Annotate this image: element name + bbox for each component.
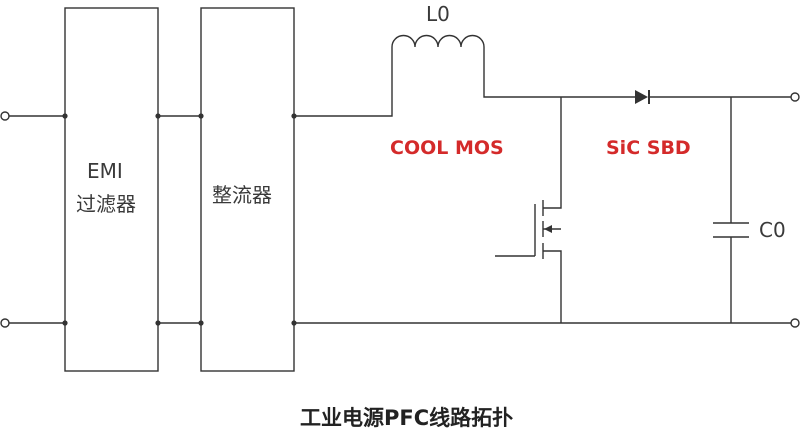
- emi-label-line1: EMI: [87, 159, 123, 183]
- emi-filter-block: [64, 7, 159, 372]
- junction-dot: [62, 320, 68, 326]
- rail-to-inductor: [294, 47, 393, 117]
- junction-dot: [198, 113, 204, 119]
- mosfet-drain-wire: [543, 97, 562, 209]
- diode-symbol: [635, 90, 648, 104]
- diode-label: SiC SBD: [606, 137, 691, 159]
- junction-dot: [62, 113, 68, 119]
- mosfet-source-wire: [543, 250, 562, 323]
- junction-dot: [198, 320, 204, 326]
- diagram-title: 工业电源PFC线路拓扑: [300, 406, 514, 430]
- output-terminal-bottom: [790, 318, 800, 328]
- junction-dot: [155, 320, 161, 326]
- rectifier-label: 整流器: [212, 183, 272, 207]
- input-terminal-bottom: [0, 318, 10, 328]
- output-terminal-top: [790, 92, 800, 102]
- rectifier-block: [200, 7, 295, 372]
- junction-dot: [291, 113, 297, 119]
- inductor-label: L0: [426, 2, 450, 26]
- diode-bar: [648, 90, 650, 104]
- junction-dot: [291, 320, 297, 326]
- mosfet-label: COOL MOS: [390, 137, 504, 159]
- input-terminal-top: [0, 111, 10, 121]
- inductor-coil: [391, 34, 485, 48]
- emi-label-line2: 过滤器: [76, 192, 136, 216]
- mosfet-arrow: [544, 225, 552, 233]
- junction-dot: [155, 113, 161, 119]
- capacitor-label: C0: [759, 218, 786, 242]
- rail-after-inductor: [483, 47, 635, 98]
